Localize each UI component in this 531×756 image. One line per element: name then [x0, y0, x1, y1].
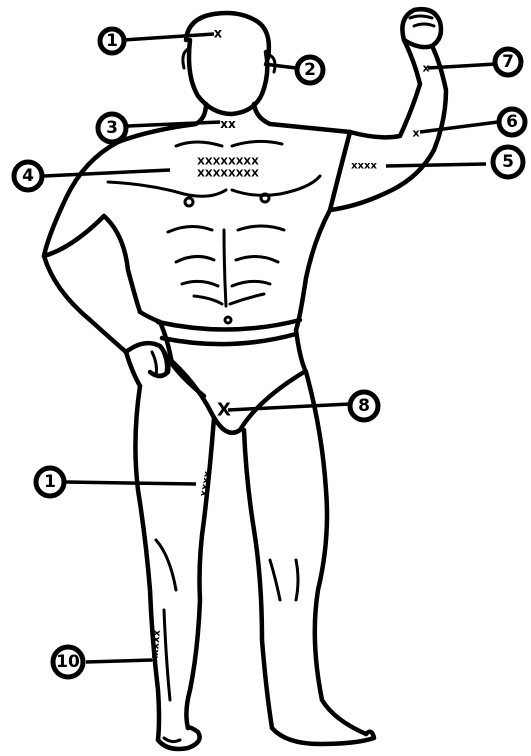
- callout-1: 1: [100, 29, 124, 53]
- mark-inner-thigh: xxxx: [198, 470, 213, 498]
- callout-number: 5: [502, 152, 514, 172]
- callout-7: 7: [495, 49, 521, 75]
- mark-chest-row2: XXXXXXXX: [197, 169, 259, 180]
- callout-number: 1: [106, 31, 118, 51]
- callout-number: 3: [106, 118, 118, 138]
- leader-3: [128, 122, 220, 126]
- leader-9: [66, 482, 196, 484]
- callout-number: 8: [358, 396, 370, 416]
- mark-inner-elbow: x: [412, 127, 419, 140]
- callout-4: 4: [14, 162, 42, 190]
- callout-2: 2: [297, 57, 323, 83]
- callout-9: 1: [36, 468, 64, 496]
- leader-10: [86, 660, 152, 662]
- callout-number: 1: [44, 472, 56, 492]
- leader-5: [386, 164, 486, 166]
- mark-upper-arm: xxxx: [351, 161, 377, 172]
- callout-number: 2: [304, 60, 316, 80]
- mark-forehead: x: [214, 27, 223, 42]
- leader-8: [228, 404, 350, 410]
- mark-throat: xx: [220, 117, 236, 131]
- callout-10: 10: [53, 647, 83, 677]
- callout-number: 10: [56, 652, 80, 672]
- callout-8: 8: [350, 392, 378, 420]
- callout-5: 5: [493, 147, 523, 177]
- leader-1: [124, 34, 214, 40]
- callout-3: 3: [98, 114, 126, 142]
- mark-forearm: x: [422, 62, 429, 75]
- leader-4: [44, 170, 170, 176]
- callout-number: 6: [506, 112, 518, 132]
- mark-lower-leg: xxxxx: [149, 629, 163, 663]
- callout-number: 7: [502, 52, 514, 72]
- mark-groin: X: [217, 400, 231, 421]
- callout-number: 4: [22, 166, 34, 186]
- callout-6: 6: [499, 109, 525, 135]
- mark-chest: XXXXXXXX: [197, 157, 259, 168]
- leader-6: [420, 122, 498, 132]
